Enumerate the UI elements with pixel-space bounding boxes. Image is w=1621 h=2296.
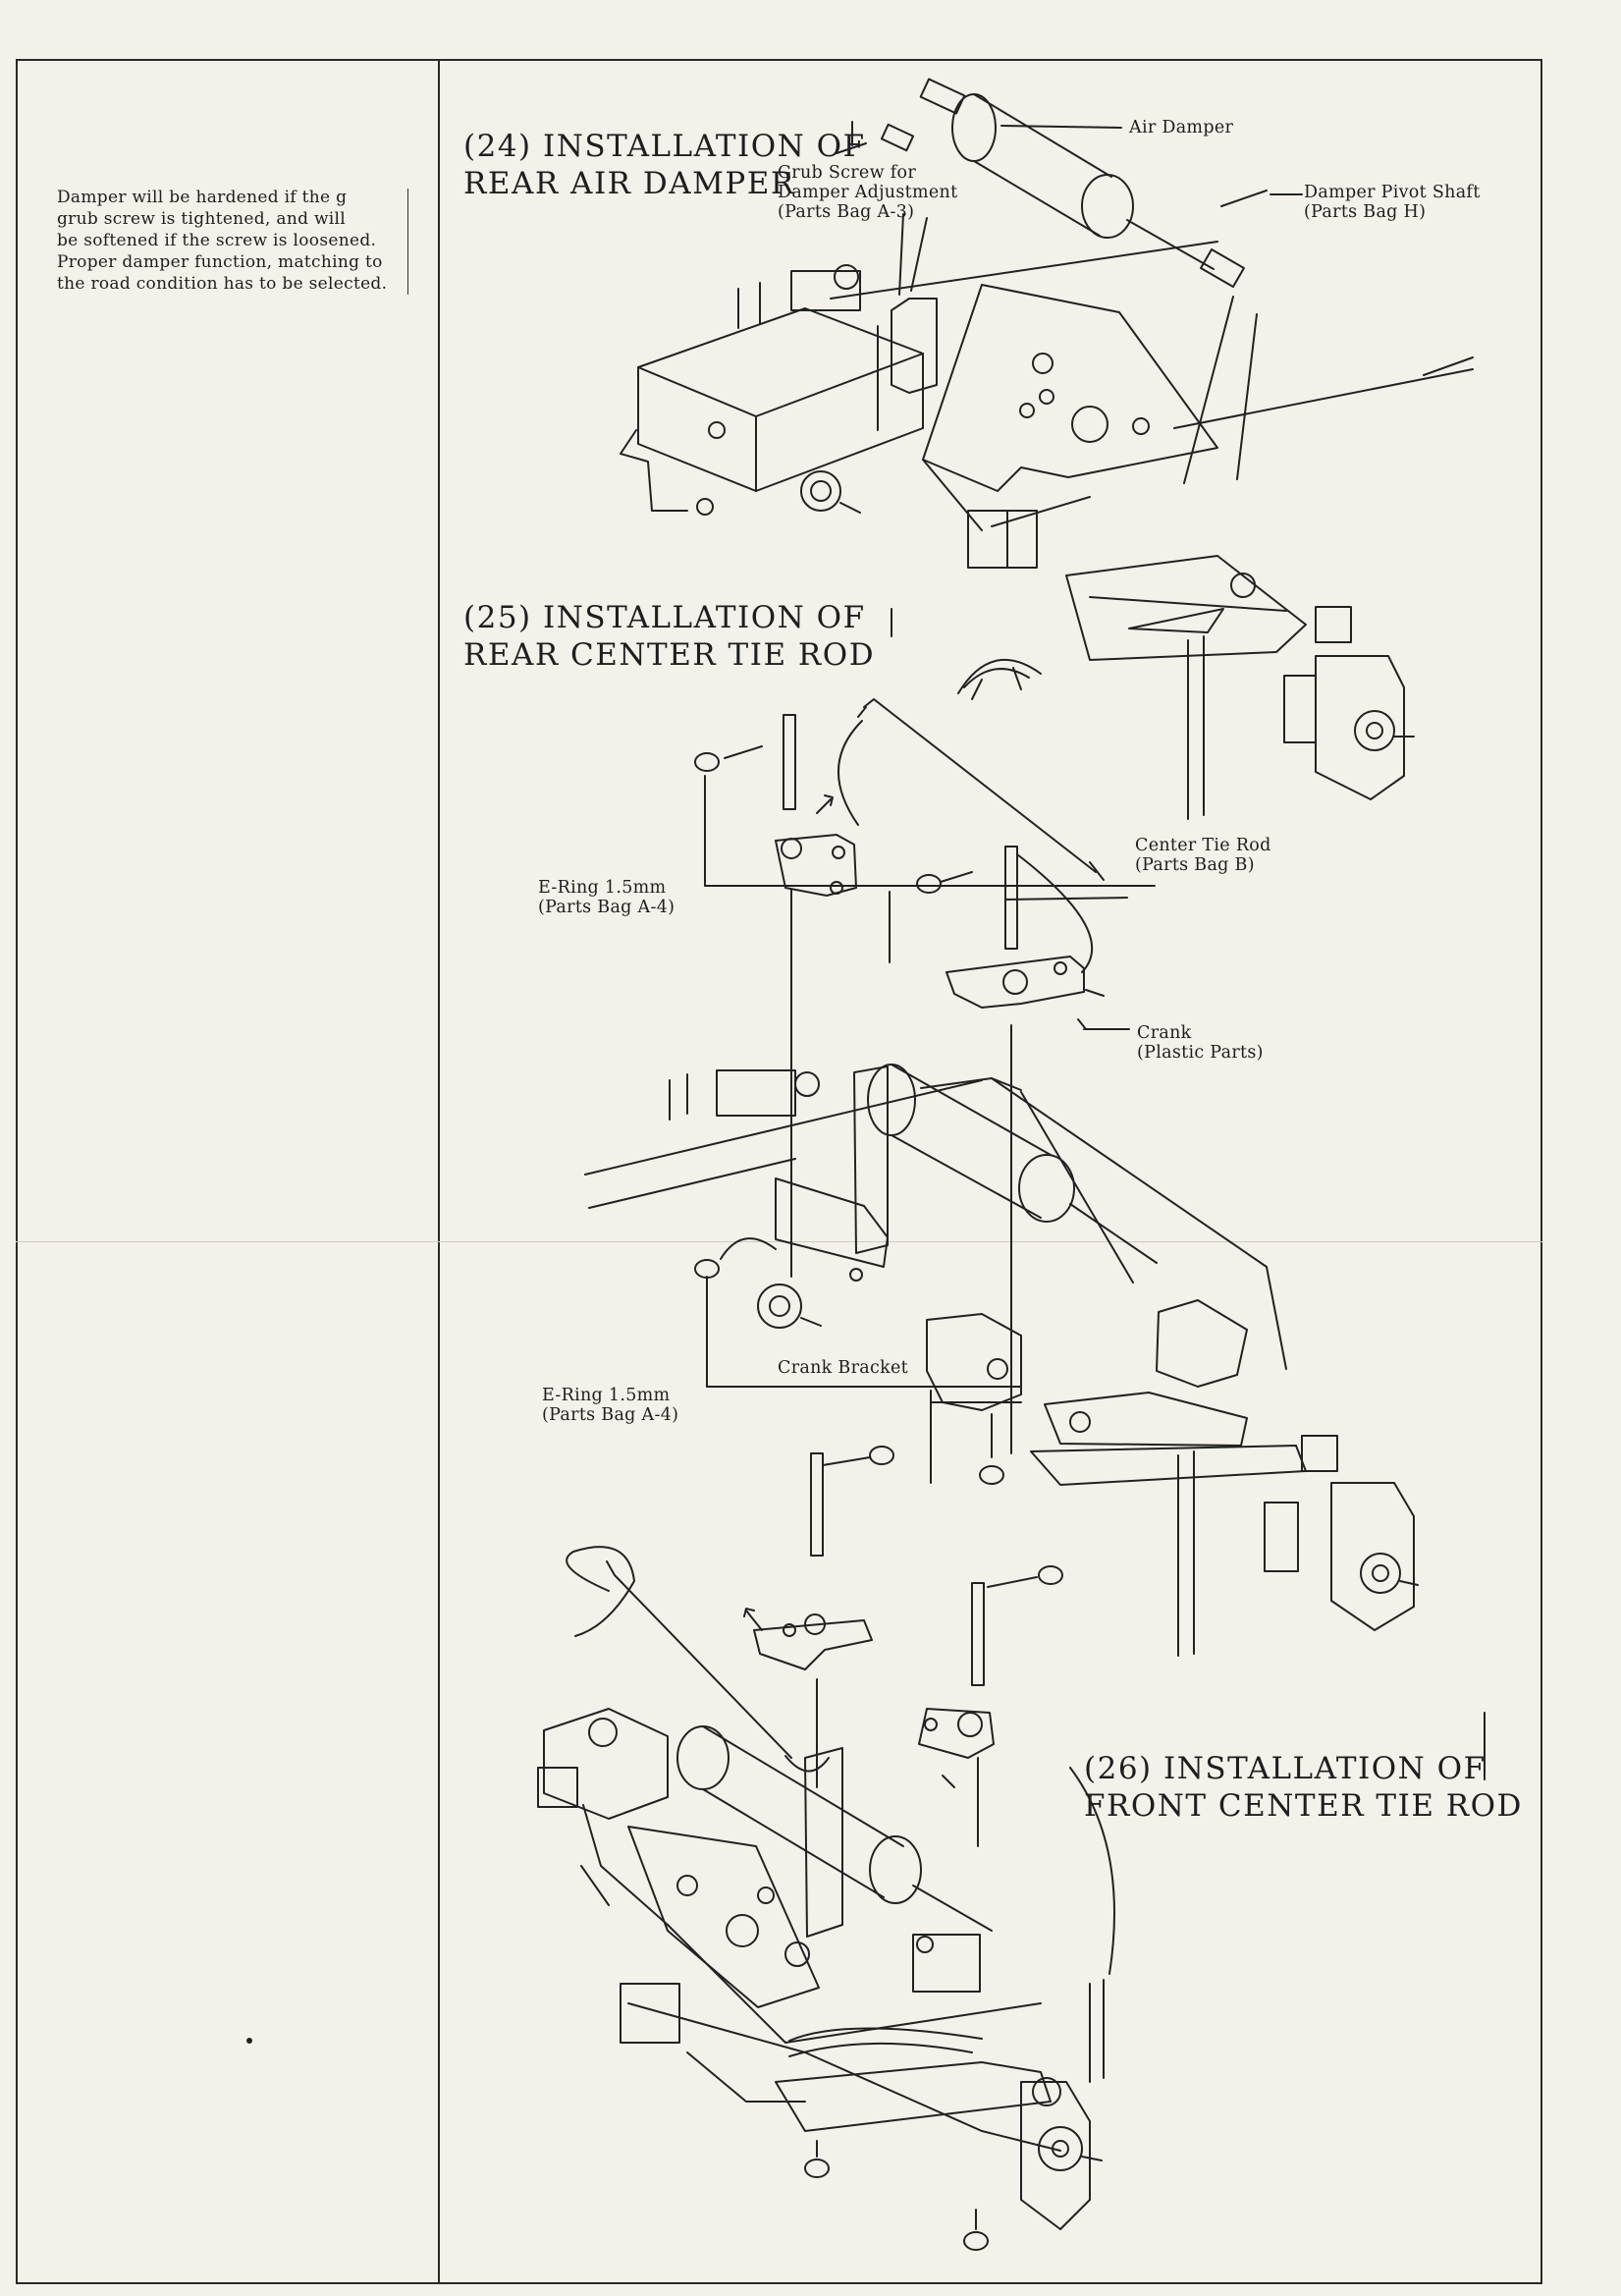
front-crank-left bbox=[753, 1619, 873, 1670]
rear-mount bbox=[716, 1069, 796, 1117]
rear-air-damper-drawing bbox=[620, 78, 1474, 820]
damper-26-rear bbox=[869, 1835, 922, 1904]
crank-pin-lower bbox=[1004, 846, 1018, 950]
e-ring-front-left bbox=[804, 2159, 830, 2178]
e-ring-bottom-25 bbox=[979, 1465, 1004, 1485]
rod-end bbox=[1200, 247, 1245, 289]
step-24-title: INSTALLATION OF REAR AIR DAMPER bbox=[463, 129, 866, 201]
e-ring-mid bbox=[916, 874, 942, 894]
damper-body-top bbox=[973, 93, 1112, 178]
front-tie-rod-drawing bbox=[537, 1446, 1115, 2251]
step-24-number: (24) bbox=[463, 129, 532, 164]
center-tie-rod bbox=[863, 698, 1097, 873]
label-crank: Crank (Plastic Parts) bbox=[1137, 1023, 1264, 1063]
step-26-heading: (26) INSTALLATION OF FRONT CENTER TIE RO… bbox=[1084, 1713, 1523, 1825]
front-lower-arm bbox=[775, 2061, 1052, 2132]
rear-tie-rod-drawing bbox=[584, 698, 1419, 1657]
rear-suspension-arm bbox=[1065, 555, 1307, 661]
front-stay-right bbox=[912, 1934, 981, 1993]
step-26-title: INSTALLATION OF FRONT CENTER TIE ROD bbox=[1084, 1751, 1523, 1824]
left-crank bbox=[775, 834, 857, 897]
e-ring-left-25 bbox=[694, 1259, 720, 1279]
label-center-tie-rod: Center Tie Rod (Parts Bag B) bbox=[1135, 836, 1271, 875]
hex-bolt-25 bbox=[757, 1284, 802, 1329]
upright-top-25 bbox=[1301, 1435, 1338, 1472]
label-e-ring-upper: E-Ring 1.5mm (Parts Bag A-4) bbox=[538, 878, 675, 917]
front-crank-pin-right bbox=[971, 1582, 985, 1686]
damper-stay bbox=[891, 298, 938, 394]
piston-rod bbox=[1126, 219, 1215, 270]
right-crank bbox=[946, 956, 1085, 1009]
front-arm-link bbox=[686, 2051, 806, 2103]
front-tie-rod bbox=[606, 1560, 792, 1759]
wheel-hub-arc bbox=[957, 658, 1042, 694]
chassis-rail bbox=[584, 1079, 983, 1175]
note-side-bar bbox=[407, 189, 408, 295]
front-bumper bbox=[543, 1708, 669, 1820]
gearbox-top bbox=[637, 307, 924, 417]
crank-bracket-top bbox=[967, 510, 1038, 569]
damper-25-rear bbox=[1018, 1154, 1075, 1223]
hub-carrier-25 bbox=[1330, 1482, 1415, 1631]
crank-bracket bbox=[926, 1313, 1022, 1411]
e-ring-top bbox=[694, 752, 720, 772]
damper-25-front bbox=[867, 1064, 916, 1136]
front-hub-carrier bbox=[1020, 2081, 1091, 2230]
bracket-25 bbox=[1156, 1299, 1248, 1388]
column-divider bbox=[438, 59, 440, 2284]
label-air-damper: Air Damper bbox=[1129, 118, 1234, 137]
wire-loop bbox=[566, 1546, 635, 1637]
pivot-shaft bbox=[1220, 190, 1268, 207]
damper-body-bottom bbox=[973, 160, 1101, 237]
fold-line bbox=[16, 1241, 1542, 1242]
e-ring-front-right bbox=[963, 2231, 989, 2251]
damper-26-front bbox=[676, 1725, 729, 1790]
damper-end-face bbox=[1081, 174, 1134, 239]
step-25-title: INSTALLATION OF REAR CENTER TIE ROD bbox=[463, 600, 876, 673]
label-damper-pivot-shaft: Damper Pivot Shaft (Parts Bag H) bbox=[1304, 183, 1481, 222]
chassis-plate bbox=[922, 284, 1218, 492]
label-e-ring-lower: E-Ring 1.5mm (Parts Bag A-4) bbox=[542, 1386, 679, 1425]
lower-suspension-arm bbox=[1044, 1392, 1248, 1447]
front-chassis-plate bbox=[627, 1826, 820, 2008]
step-26-number: (26) bbox=[1084, 1751, 1153, 1786]
front-crank-right bbox=[918, 1708, 995, 1759]
crank-pin-upper bbox=[783, 714, 796, 810]
step-24-heading: (24) INSTALLATION OF REAR AIR DAMPER bbox=[463, 90, 866, 202]
grub-screw bbox=[880, 123, 915, 152]
front-crank-pin-left bbox=[810, 1452, 824, 1557]
step-25-number: (25) bbox=[463, 600, 532, 635]
front-damper-stay bbox=[804, 1747, 843, 1938]
stain-dot bbox=[246, 2038, 252, 2044]
page-border bbox=[16, 59, 1542, 2284]
label-grub-screw: Grub Screw for Damper Adjustment (Parts … bbox=[778, 163, 958, 222]
chassis-plate-25 bbox=[775, 1177, 889, 1268]
step-25-heading: (25) INSTALLATION OF REAR CENTER TIE ROD bbox=[463, 562, 875, 674]
hub-carrier bbox=[1315, 655, 1405, 800]
link-rod bbox=[788, 2027, 983, 2042]
arrow-up bbox=[816, 798, 832, 814]
damper-stay-25 bbox=[853, 1066, 889, 1254]
hex-bolt bbox=[800, 470, 841, 512]
upper-mount bbox=[790, 270, 861, 311]
label-crank-bracket: Crank Bracket bbox=[778, 1358, 908, 1378]
damper-adjustment-note: Damper will be hardened if the g grub sc… bbox=[57, 188, 388, 294]
top-mount bbox=[919, 78, 966, 115]
upright-top bbox=[1315, 606, 1352, 643]
